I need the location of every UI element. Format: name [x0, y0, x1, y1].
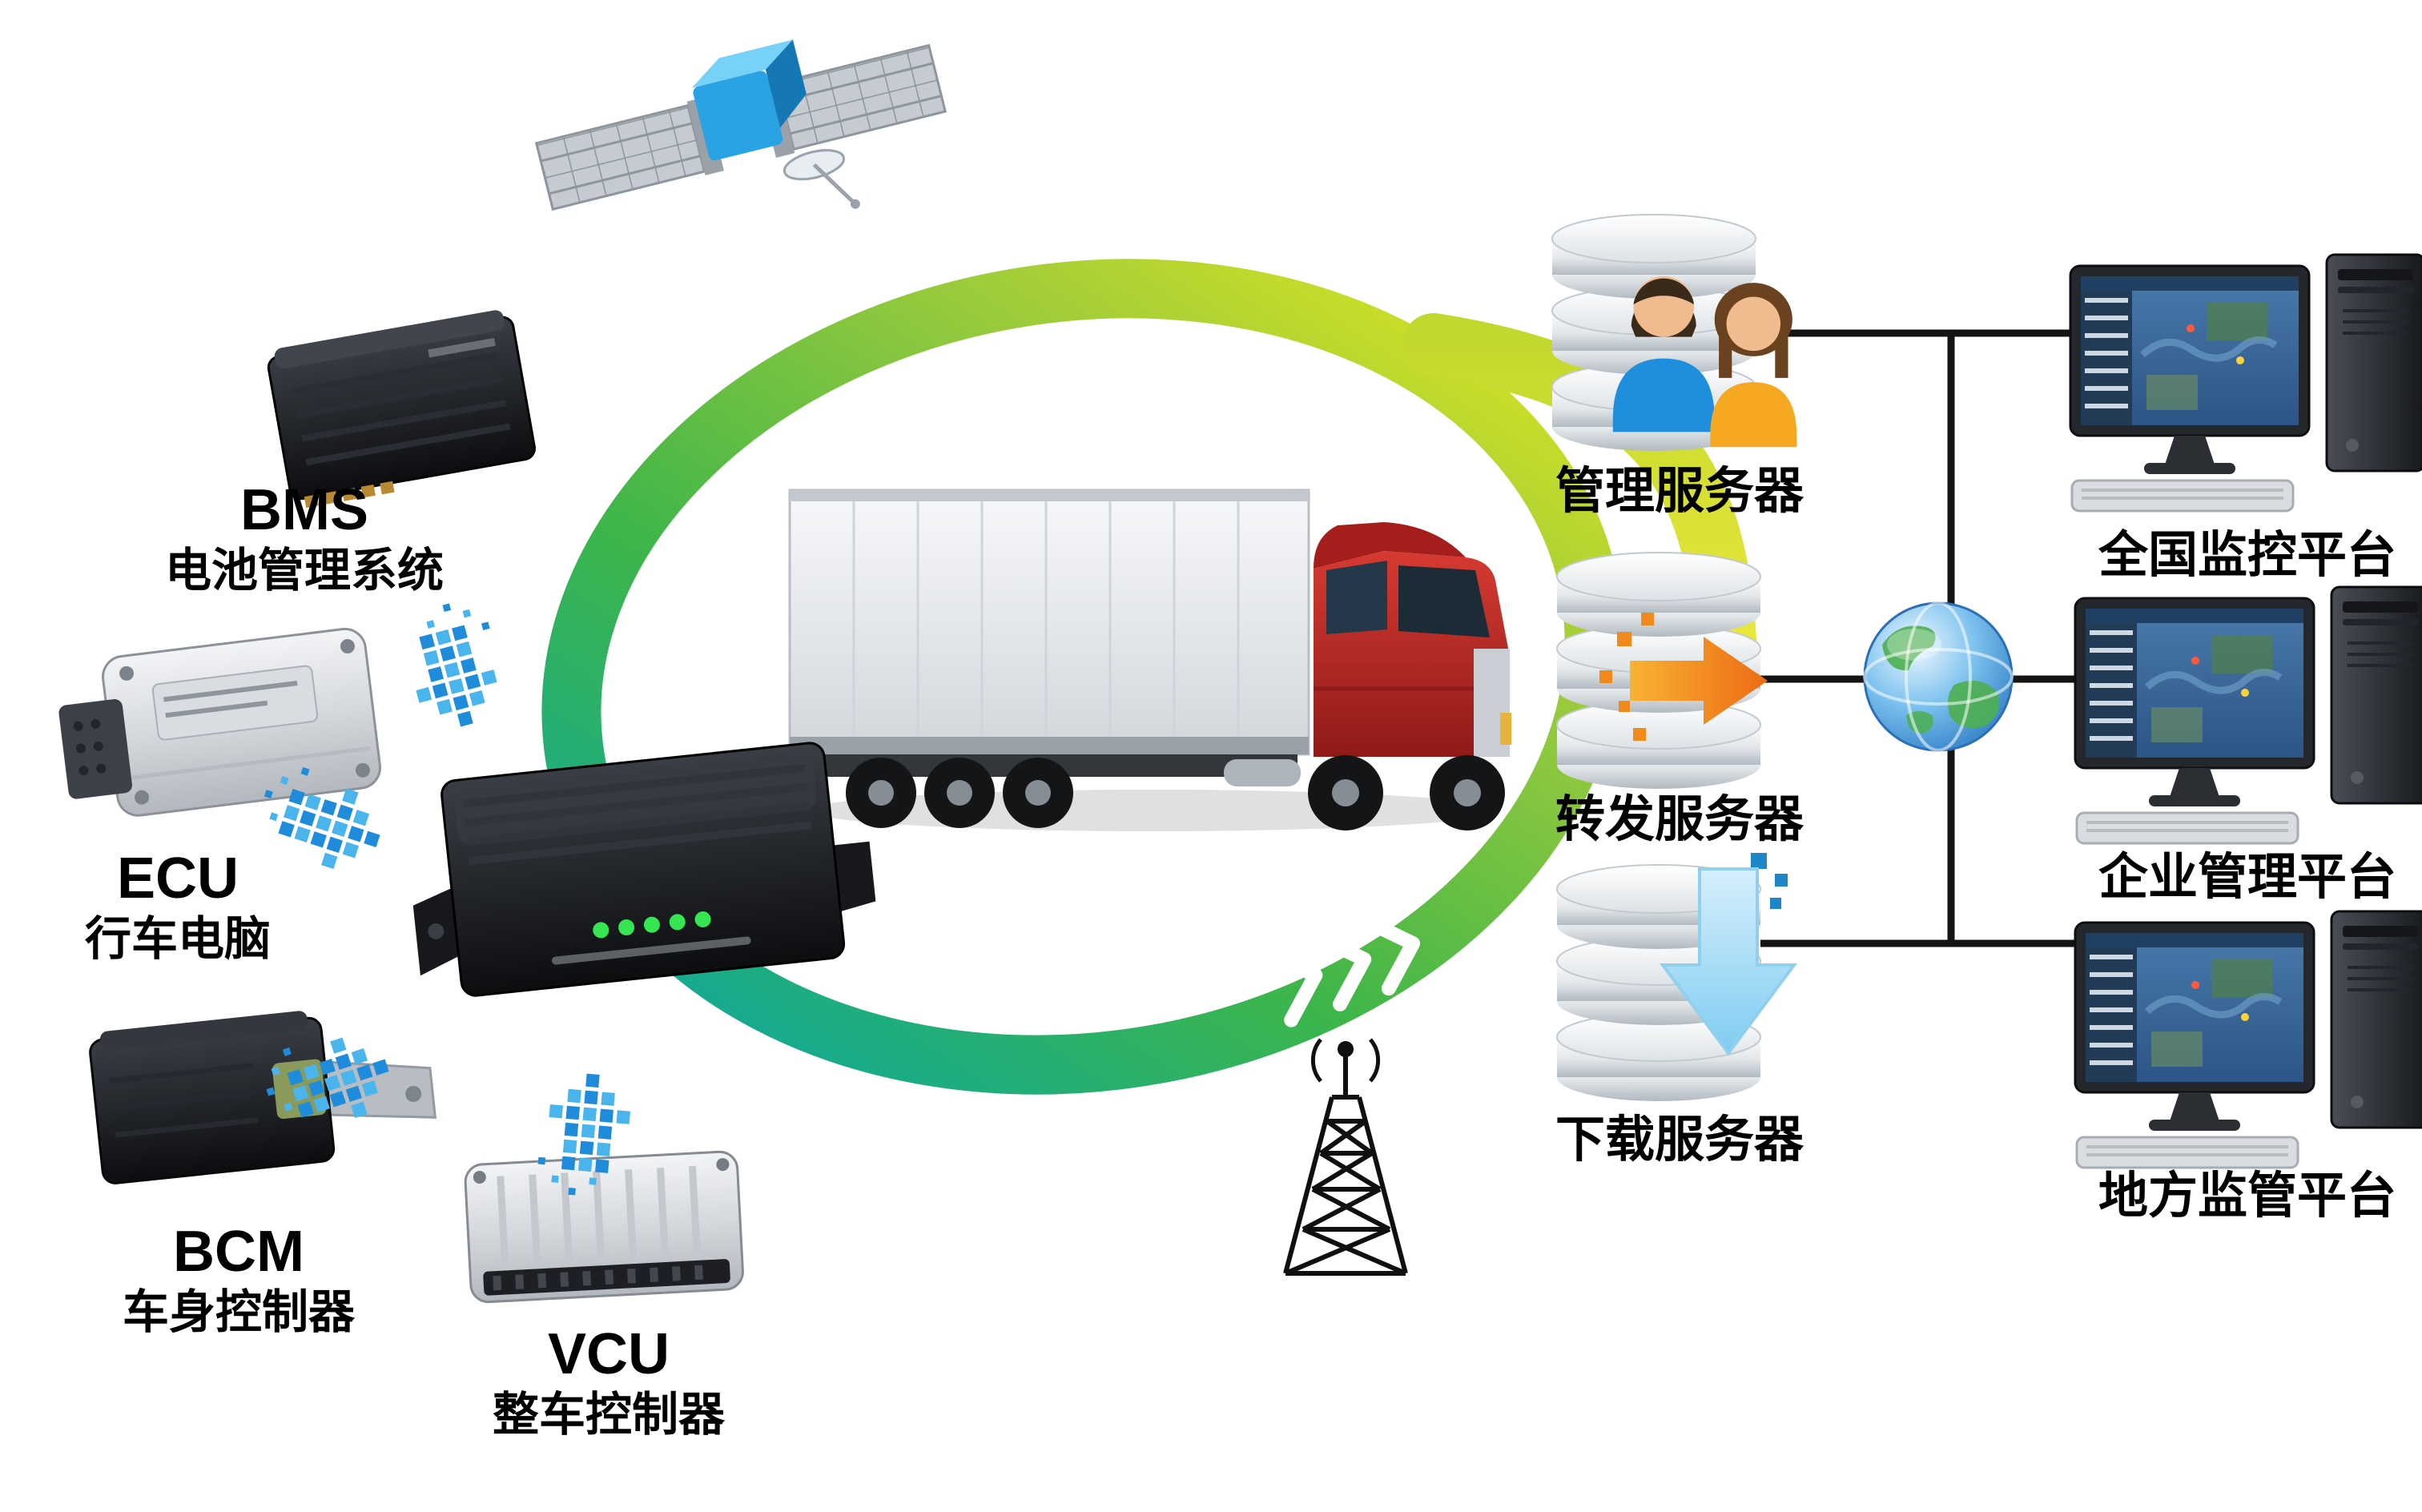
bms-data-arrow: [396, 594, 513, 736]
ecu-abbr: ECU: [116, 846, 239, 911]
forwarding-server-label: 转发服务器: [1555, 792, 1804, 847]
ring-chevrons: [1262, 914, 1421, 1027]
enterprise-platform-workstation: [2075, 587, 2422, 843]
national-platform-label: 全国监控平台: [2098, 528, 2397, 583]
bms-label: BMS 电池管理系统: [164, 478, 445, 601]
forward-arrow-icon: [1599, 613, 1768, 741]
bms-abbr: BMS: [239, 478, 368, 542]
vcu-label: VCU 整车控制器: [492, 1322, 726, 1445]
bcm-device: [89, 1011, 437, 1184]
status-leds: [593, 911, 711, 939]
bcm-name: 车身控制器: [122, 1286, 356, 1339]
truck-image: [788, 489, 1511, 831]
antenna-tower-icon: [1283, 1038, 1408, 1276]
ecu-device: [58, 627, 381, 817]
users-icon: [1612, 276, 1797, 448]
satellite-icon: [534, 39, 947, 211]
local-platform-label: 地方监管平台: [2098, 1168, 2397, 1224]
vcu-abbr: VCU: [547, 1322, 670, 1386]
ecu-label: ECU 行车电脑: [84, 846, 272, 969]
enterprise-platform-label: 企业管理平台: [2098, 850, 2397, 905]
vcu-device: [464, 1150, 744, 1304]
management-server-label: 管理服务器: [1555, 464, 1804, 519]
download-server-label: 下载服务器: [1555, 1112, 1804, 1168]
download-arrow-icon: [1660, 853, 1797, 1056]
bcm-abbr: BCM: [173, 1220, 304, 1284]
bms-name: 电池管理系统: [164, 545, 445, 597]
telematics-unit-image: [412, 742, 876, 997]
ecu-name: 行车电脑: [84, 913, 272, 966]
globe-icon: [1863, 601, 2014, 752]
local-platform-workstation: [2075, 911, 2422, 1168]
vcu-name: 整车控制器: [492, 1389, 726, 1442]
national-platform-workstation: [2070, 255, 2422, 511]
bms-device: [267, 310, 536, 509]
bcm-label: BCM 车身控制器: [123, 1220, 355, 1342]
